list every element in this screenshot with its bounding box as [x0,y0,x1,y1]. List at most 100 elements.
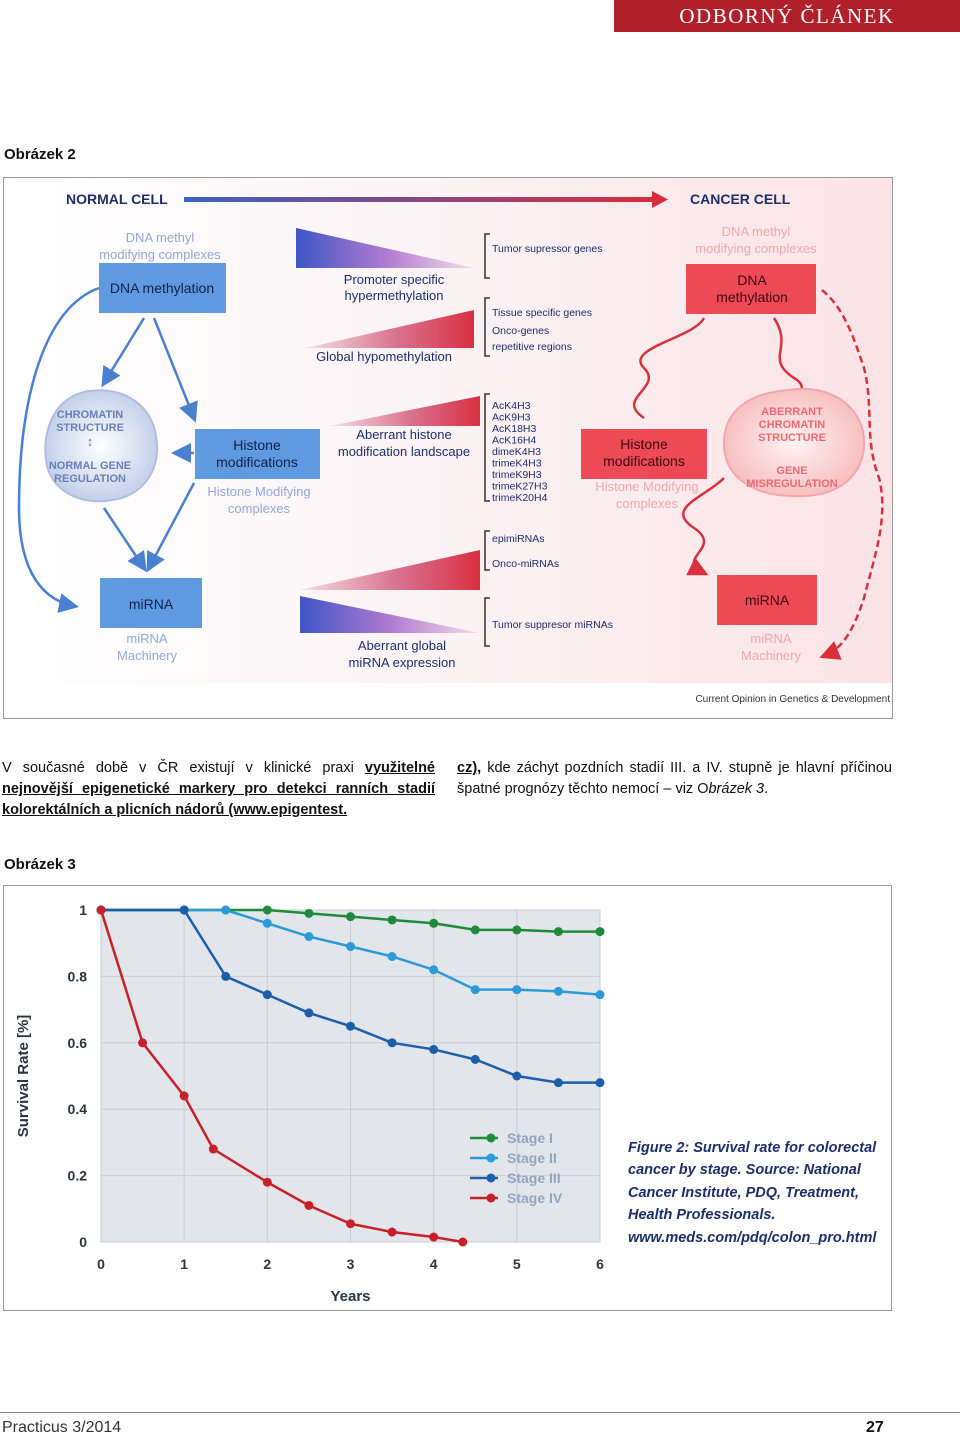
stage-ii-line [101,908,601,996]
stage-iv-point [179,1091,189,1101]
note-line-2: cancer by stage. Source: National [628,1162,862,1178]
stage-iv-point [304,1200,314,1210]
footer-journal: Practicus 3/2014 [2,1419,122,1436]
stage-ii-point [595,990,605,1000]
x-tick-label: 4 [430,1256,438,1272]
x-tick-label: 2 [263,1256,271,1272]
global-hypomethylation-label: Global hypomethylation [316,349,452,364]
stage-i-point [470,925,480,935]
onco-mirnas-label: Onco-miRNAs [492,558,559,570]
note-line-1: Figure 2: Survival rate for colorectal [628,1140,877,1156]
note-line-3: Cancer Institute, PDQ, Treatment, [628,1185,859,1201]
stage-iv-legend-marker [486,1193,496,1203]
x-tick-label: 6 [596,1256,604,1272]
normal-mirna-machinery-line2: Machinery [117,648,177,663]
histone-mark: AcK9H3 [492,412,531,424]
normal-mirna-box [100,578,202,628]
normal-chromatin-line2: STRUCTURE [56,422,124,434]
bracket-tumor-suppressor [484,233,490,279]
stage-ii-point [304,932,314,942]
stage-iii-point [387,1038,397,1048]
cancer-histone-complex-line1: Histone Modifying [595,479,698,494]
aberrant-histone-line2: modification landscape [338,444,470,459]
bracket-mirnas-bottom [484,597,490,647]
cancer-chromatin-line1: ABERRANT [761,406,823,418]
stage-i-point [304,908,314,918]
wavy-arrow-2 [682,477,725,576]
normal-cell-shape [44,389,159,503]
bracket-tissue [484,297,490,357]
grid-lines [100,909,601,1243]
stage-iii-point [470,1054,480,1064]
x-tick-label: 5 [513,1256,521,1272]
stage-ii-legend-marker [486,1153,496,1163]
stage-iii-point [179,905,189,915]
cancer-mirna-machinery-line2: Machinery [741,648,801,663]
tumor-suppressor-genes: Tumor supressor genes [492,243,603,255]
cancer-histone-line2: modifications [603,453,685,469]
normal-mirna-label: miRNA [129,596,174,612]
bracket-mirnas-top [484,530,490,571]
double-arrow-icon: ↕ [87,434,94,449]
cancer-dna-methylation-box [686,264,816,314]
stage-ii-point [262,918,272,928]
mirna-wedge-top [300,550,480,590]
x-axis-title: Years [330,1288,370,1305]
epigentest-link[interactable]: využitelné nejnovější epigenetické marke… [2,760,435,818]
stage-i-point [553,927,563,937]
footer-rule [0,1412,960,1413]
x-tick-label: 1 [180,1256,188,1272]
histone-mark: trimeK27H3 [492,481,548,493]
note-line-5: www.meds.com/pdq/colon_pro.html [628,1230,877,1246]
epigentest-link-end[interactable]: cz), [457,760,482,776]
histone-wedge [330,396,480,426]
mirna-wedge-bottom [300,596,480,633]
x-tick-label: 0 [97,1256,105,1272]
aberrant-mirna-line2: miRNA expression [349,655,456,670]
stage-ii-point [346,942,355,952]
stage-iv-point [458,1237,468,1247]
normal-mirna-machinery-line1: miRNA [126,631,167,646]
histone-to-mirna-arrow [146,482,196,573]
paragraph-right: cz), kde záchyt pozdních stadií III. a I… [457,758,892,800]
cancer-histone-box [581,429,707,479]
stage-iii-point [595,1078,605,1088]
stage-iv-point [96,905,106,915]
histone-mark: AcK18H3 [492,423,537,435]
normal-histone-line1: Histone [233,437,281,453]
stage-iv-point [346,1219,355,1229]
cancer-histone-line1: Histone [620,436,668,452]
progression-arrow [184,197,654,202]
stage-iv-line [99,909,463,1244]
cancer-dna-line1: DNA [737,272,767,288]
tissue-genes-line3: repetitive regions [492,341,572,353]
stage-iii-legend-label: Stage III [507,1170,561,1186]
histone-mark: trimeK9H3 [492,469,542,481]
histone-mark: dimeK4H3 [492,446,541,458]
histone-marks-list: AcK4H3AcK9H3AcK18H3AcK16H4dimeK4H3trimeK… [492,400,548,504]
cancer-cycle-arrow [819,289,884,660]
normal-chromatin-line1: CHROMATIN [57,409,123,421]
aberrant-mirna-line1: Aberrant global [358,638,446,653]
tissue-genes-line1: Tissue specific genes [492,307,592,319]
cancer-histone-complex-line2: complexes [616,496,679,511]
cancer-cell-label: CANCER CELL [690,191,791,207]
normal-cycle-arrow [17,286,100,613]
stage-iv-point [387,1227,397,1237]
histone-mark: trimeK20H4 [492,492,548,504]
figure-2-caption: Obrázek 2 [4,146,76,163]
stage-iv-point [262,1177,272,1187]
stage-i-point [262,905,272,915]
stage-i-legend-label: Stage I [507,1130,553,1146]
normal-dna-methylation-label: DNA methylation [110,280,214,296]
y-tick-label: 1 [79,902,87,918]
normal-histone-complex-line2: complexes [228,501,291,516]
stage-iii-line [101,908,600,1084]
stage-i-point [429,918,439,928]
stage-i-point [387,915,397,925]
stage-iii-point [429,1044,439,1054]
series-layer [96,905,605,1247]
histone-mark: AcK4H3 [492,400,531,412]
